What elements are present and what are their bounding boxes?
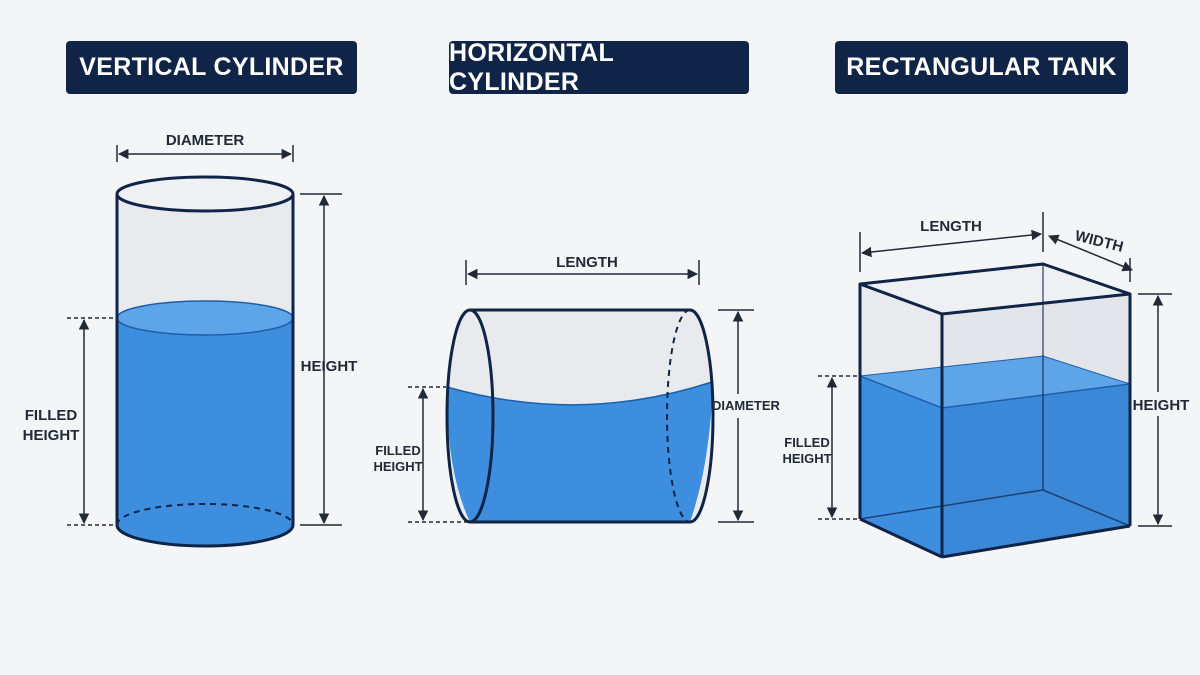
horizontal-cylinder-title: HORIZONTAL CYLINDER [449, 39, 749, 96]
rect-length-arrow [860, 229, 1043, 258]
rect-width-label: WIDTH [1073, 227, 1125, 255]
horizontal-cylinder-end-cap [445, 308, 495, 524]
horizontal-cylinder: LENGTH DIAMETER FILLED HEIGHT [373, 254, 781, 524]
rect-filled-label-line1: FILLED [784, 435, 830, 450]
vertical-filled-label-line1: FILLED [25, 407, 78, 424]
vertical-cylinder-title: VERTICAL CYLINDER [66, 41, 357, 94]
rect-height-label: HEIGHT [1133, 397, 1190, 414]
horizontal-length-label: LENGTH [556, 254, 618, 271]
vertical-cylinder-water [117, 318, 293, 546]
vertical-cylinder-top-rim [115, 175, 295, 213]
horizontal-cylinder-water [447, 382, 712, 522]
horizontal-filled-label-line1: FILLED [375, 443, 421, 458]
vertical-cylinder-water-surface [116, 300, 294, 336]
horizontal-filled-label-line2: HEIGHT [373, 459, 422, 474]
rect-tank-water-side [942, 384, 1130, 557]
rect-filled-label-line2: HEIGHT [782, 451, 831, 466]
rectangular-tank-title: RECTANGULAR TANK [835, 41, 1128, 94]
rect-width-arrow [1048, 234, 1133, 272]
vertical-cylinder: DIAMETER HEIGHT FILLED HEIGHT [23, 132, 358, 548]
rect-length-label: LENGTH [920, 218, 982, 235]
rect-tank-water-front [860, 376, 942, 557]
rect-tank-glass-top [860, 264, 1130, 314]
horizontal-diameter-label: DIAMETER [712, 398, 781, 413]
vertical-height-label: HEIGHT [301, 358, 358, 375]
vertical-diameter-label: DIAMETER [166, 132, 245, 149]
vertical-filled-label-line2: HEIGHT [23, 427, 80, 444]
rectangular-tank: LENGTH WIDTH HEIGHT FILLED HEIGHT [782, 212, 1190, 559]
